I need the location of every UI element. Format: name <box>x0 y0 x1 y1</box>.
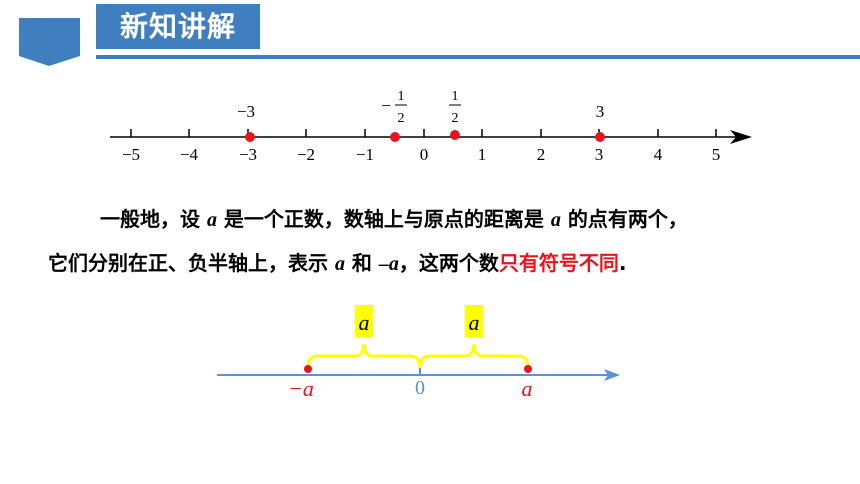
label-a: a <box>522 376 533 401</box>
brace-left <box>306 343 422 369</box>
point-label-neg-3: −3 <box>237 102 255 121</box>
tick-label: −3 <box>239 145 257 164</box>
header-decoration-square <box>19 18 80 56</box>
page-title: 新知讲解 <box>96 4 260 49</box>
tick-label: 3 <box>595 145 604 164</box>
brace-label-right-bg <box>465 305 483 337</box>
label-origin: 0 <box>415 377 425 399</box>
point-half <box>450 130 460 140</box>
title-underline <box>96 55 860 59</box>
point-label-neg-half-num: 1 <box>398 89 405 104</box>
brace-right <box>418 343 530 369</box>
point-label-3: 3 <box>596 102 605 121</box>
tick-label: −4 <box>180 145 199 164</box>
point-a <box>524 365 532 373</box>
point-label-half-num: 1 <box>452 89 459 104</box>
axis-arrow-2 <box>604 369 620 381</box>
tick-label: −5 <box>122 145 140 164</box>
label-neg-a: −a <box>288 376 314 401</box>
point-neg-a <box>304 365 312 373</box>
tick-labels-1: −5 −4 −3 −2 −1 0 1 2 3 4 5 <box>122 145 720 164</box>
point-label-half-den: 2 <box>452 111 459 126</box>
point-neg-half <box>390 132 400 142</box>
brace-label-left-bg <box>355 305 373 337</box>
tick-label: 2 <box>537 145 546 164</box>
paragraph-line-1: 一般地，设 a 是一个正数，数轴上与原点的距离是 a 的点有两个， <box>100 207 688 231</box>
paragraph-line-2: 它们分别在正、负半轴上，表示 a 和 –a，这两个数只有符号不同. <box>48 251 627 275</box>
tick-label: 5 <box>712 145 721 164</box>
axis-arrow-1 <box>730 130 752 144</box>
tick-label: 1 <box>478 145 487 164</box>
tick-label: −2 <box>297 145 315 164</box>
point-neg-3 <box>245 132 255 142</box>
point-label-neg-half-sign: − <box>381 96 391 115</box>
header-decoration-chevron <box>19 56 80 66</box>
tick-label: −1 <box>356 145 374 164</box>
brace-label-left: a <box>359 310 370 335</box>
tick-label: 0 <box>420 145 429 164</box>
highlight-text: 只有符号不同 <box>498 251 619 275</box>
point-3 <box>595 132 605 142</box>
point-label-neg-half-den: 2 <box>398 111 405 126</box>
tick-label: 4 <box>654 145 663 164</box>
brace-label-right: a <box>469 310 480 335</box>
